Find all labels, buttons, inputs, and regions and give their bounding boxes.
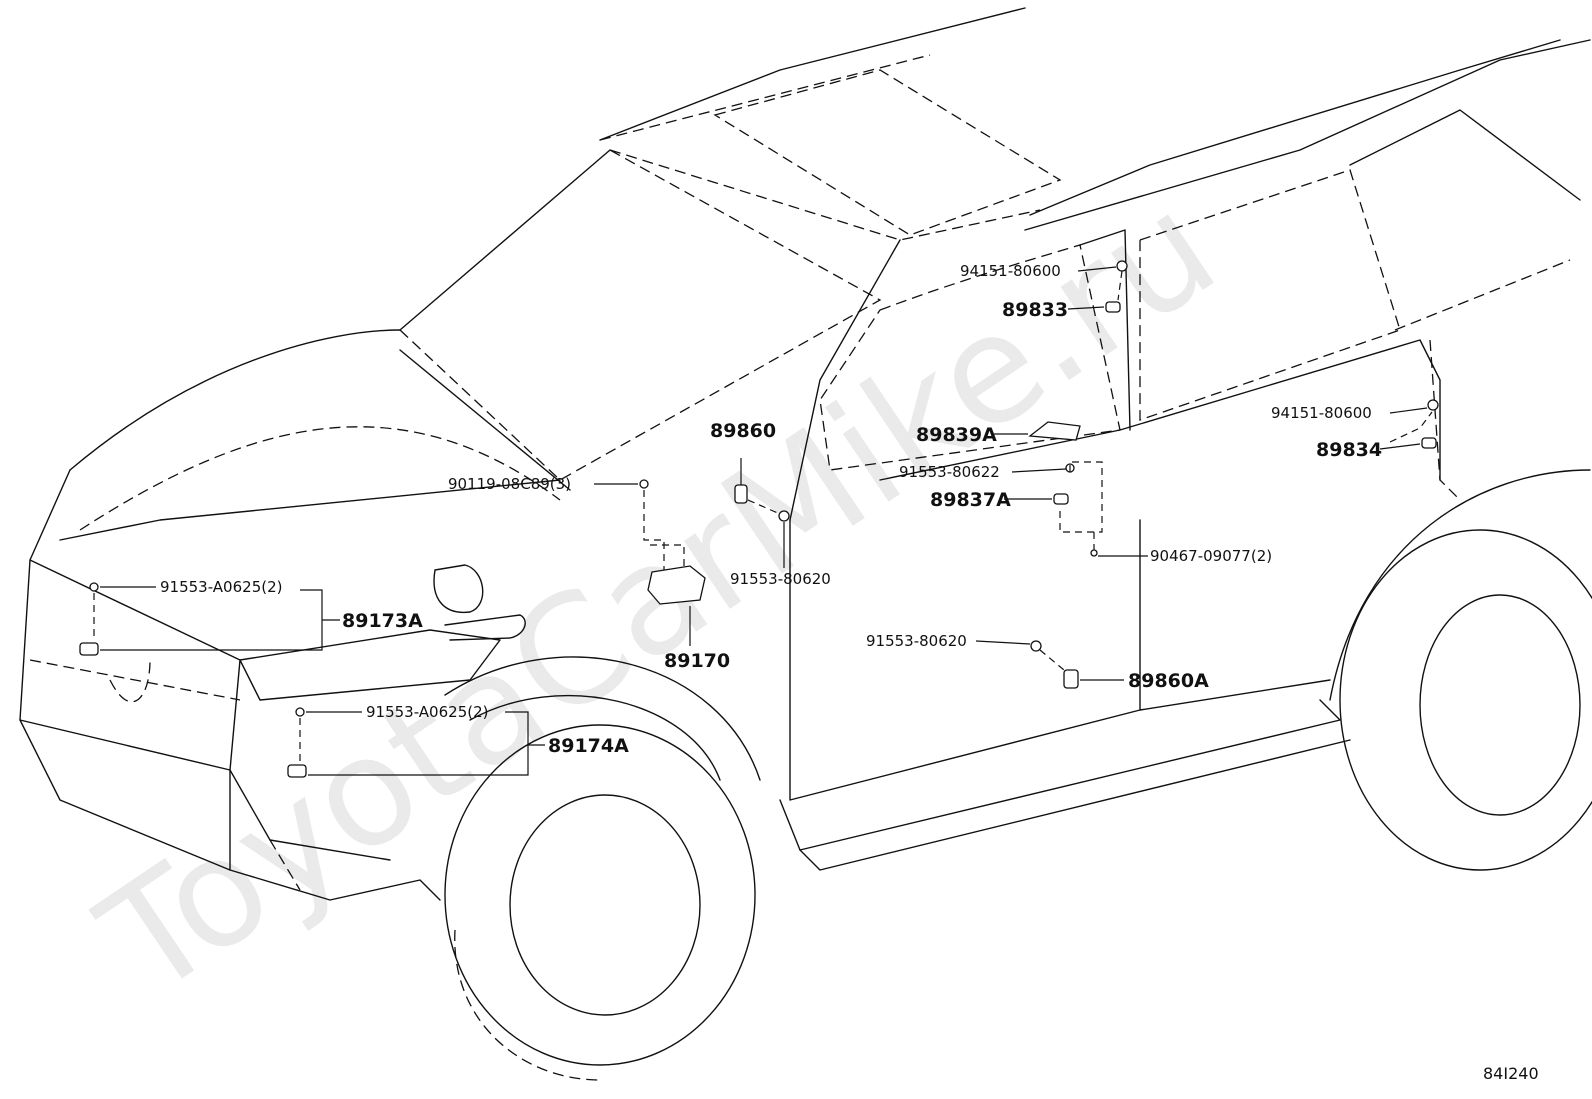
label-89860: 89860: [710, 420, 776, 442]
label-89839A: 89839A: [916, 424, 997, 446]
label-90467-09077: 90467-09077(2): [1150, 547, 1272, 565]
sensor-89174A-icon: [287, 764, 307, 778]
diagram-code: 84I240: [1483, 1064, 1539, 1083]
airbag-module-89170-icon: [647, 565, 706, 605]
part-labels: 94151-80600 89833 94151-80600 89834 8983…: [160, 262, 1382, 757]
bracket-89839A-icon: [1028, 421, 1081, 441]
vehicle-outline: [19, 7, 1592, 1081]
label-91553-A0625: 91553-A0625(2): [366, 703, 488, 721]
screw-icon: [639, 479, 649, 489]
label-94151-80600: 94151-80600: [1271, 404, 1372, 422]
bolt-icon: [778, 510, 790, 522]
leader-lines: [93, 266, 1433, 776]
clip-icon: [1090, 549, 1098, 557]
sensor-89837A-icon: [1053, 493, 1069, 505]
label-90119-08C89: 90119-08C89(3): [448, 475, 571, 493]
label-91553-A0625: 91553-A0625(2): [160, 578, 282, 596]
bolt-icon: [89, 582, 99, 592]
label-89834: 89834: [1316, 439, 1382, 461]
sensor-89833-icon: [1105, 301, 1121, 313]
bolt-icon: [295, 707, 305, 717]
sensor-89860-icon: [734, 484, 748, 504]
label-89173A: 89173A: [342, 610, 423, 632]
sensor-89860A-icon: [1063, 669, 1079, 689]
label-91553-80620: 91553-80620: [866, 632, 967, 650]
nut-icon: [1427, 399, 1439, 411]
label-89860A: 89860A: [1128, 670, 1209, 692]
sensor-89834-icon: [1421, 437, 1437, 449]
label-91553-80622: 91553-80622: [899, 463, 1000, 481]
part-symbols: [79, 260, 1439, 778]
bolt-icon: [1030, 640, 1042, 652]
label-91553-80620: 91553-80620: [730, 570, 831, 588]
label-89833: 89833: [1002, 299, 1068, 321]
label-89174A: 89174A: [548, 735, 629, 757]
label-89837A: 89837A: [930, 489, 1011, 511]
label-94151-80600: 94151-80600: [960, 262, 1061, 280]
nut-icon: [1116, 260, 1128, 272]
label-89170: 89170: [664, 650, 730, 672]
sensor-89173A-icon: [79, 642, 99, 656]
